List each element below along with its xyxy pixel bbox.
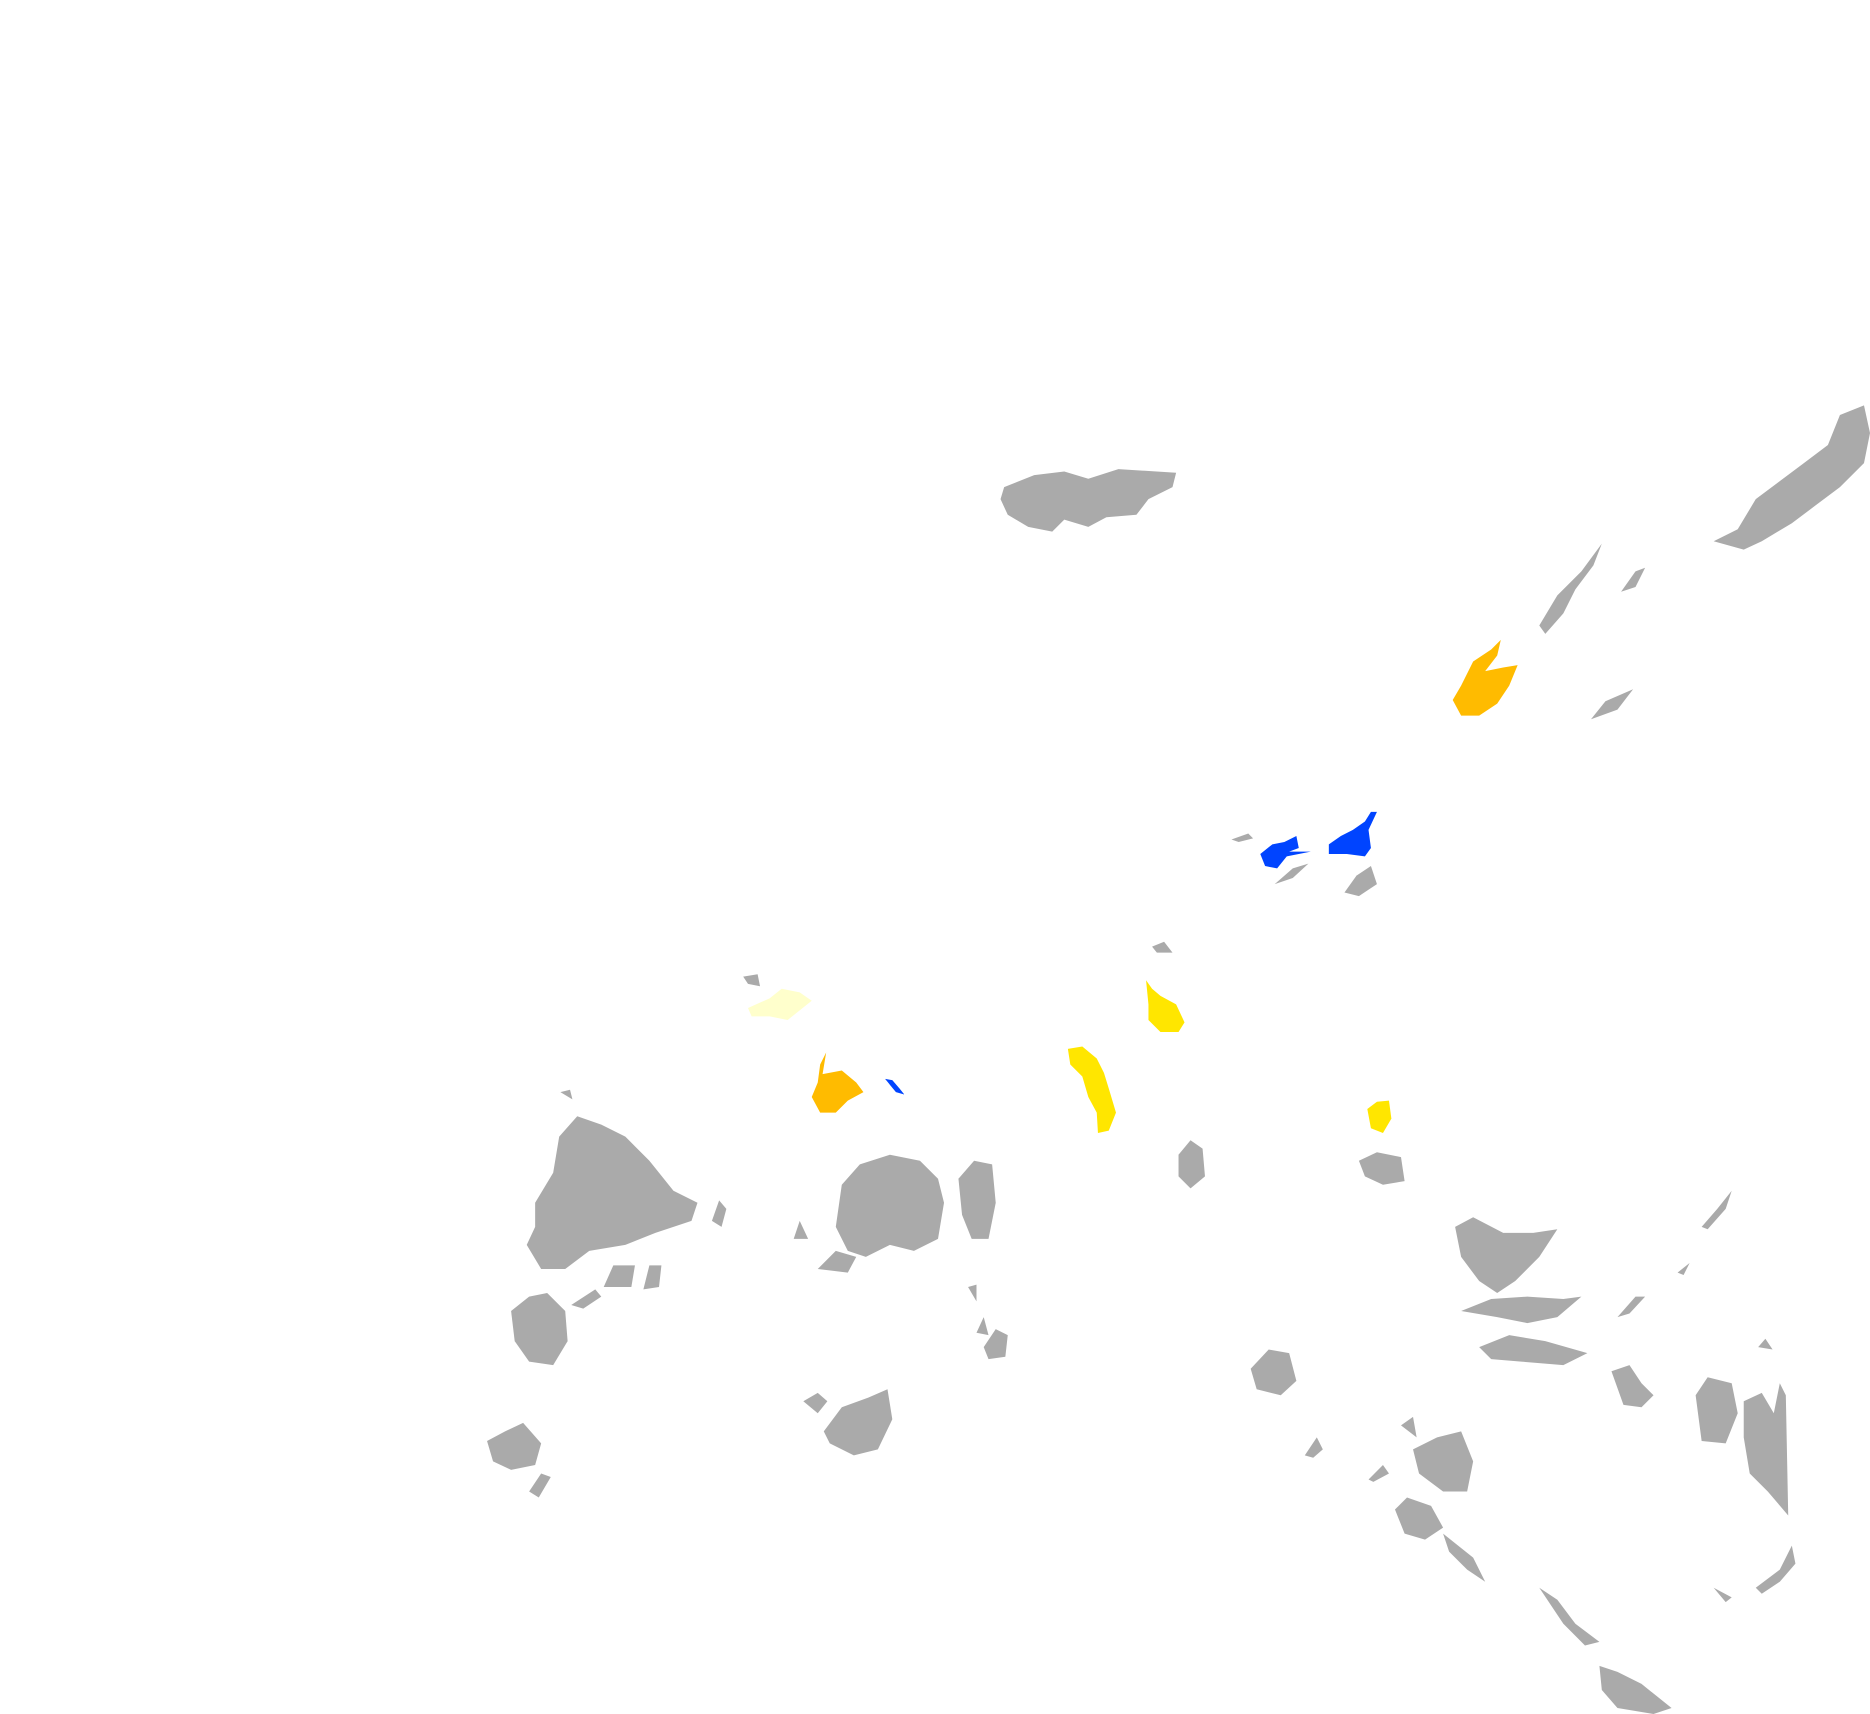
land-se-4 xyxy=(1400,1416,1474,1492)
land-sw-small-1 xyxy=(711,1200,727,1227)
land-center-small-4 xyxy=(1152,941,1173,953)
land-center-cluster-1 xyxy=(835,1154,945,1257)
land-south-chain xyxy=(1539,1587,1672,1714)
land-sw-2 xyxy=(511,1293,568,1366)
land-regions xyxy=(487,405,1870,1714)
land-ne-small-1 xyxy=(1539,543,1602,634)
land-nw-tiny xyxy=(560,974,761,1100)
region-orange-west xyxy=(811,1052,864,1113)
land-northeast-chain xyxy=(1713,405,1870,550)
region-blue-1 xyxy=(1260,835,1311,869)
region-yellow-3 xyxy=(1367,1100,1392,1134)
land-se-2 xyxy=(1461,1296,1588,1366)
land-ne-small-3 xyxy=(1591,689,1634,720)
land-north-island xyxy=(1000,469,1177,532)
land-se-6 xyxy=(1304,1296,1646,1482)
region-orange-northeast xyxy=(1452,639,1518,716)
land-se-3 xyxy=(1250,1349,1297,1396)
region-yellow-2 xyxy=(1067,1046,1116,1134)
land-center-right xyxy=(1358,1152,1405,1185)
region-blue-3 xyxy=(885,1078,905,1095)
land-center-cluster-2 xyxy=(793,1220,857,1273)
region-blue-2 xyxy=(1328,811,1377,857)
land-se-1 xyxy=(1455,1217,1558,1294)
land-center-cluster-3 xyxy=(958,1160,996,1239)
land-east-1 xyxy=(1695,1377,1789,1516)
region-yellow-1 xyxy=(1146,980,1185,1033)
land-sw-3 xyxy=(571,1265,662,1309)
land-sw-4 xyxy=(487,1422,551,1498)
land-southwest-large xyxy=(526,1116,698,1269)
land-east-2 xyxy=(1611,1338,1773,1408)
region-pale-yellow xyxy=(748,988,812,1020)
land-center-small-2 xyxy=(1344,866,1377,897)
land-center-small-5 xyxy=(968,1284,1008,1360)
highlighted-regions xyxy=(748,639,1518,1134)
land-south-center xyxy=(803,1389,893,1456)
land-ne-small-2 xyxy=(1621,567,1646,592)
land-se-5 xyxy=(1394,1497,1486,1582)
land-center-small-3 xyxy=(1231,833,1254,842)
land-center-oval xyxy=(1178,1140,1205,1189)
land-center-small-1 xyxy=(1274,863,1309,885)
